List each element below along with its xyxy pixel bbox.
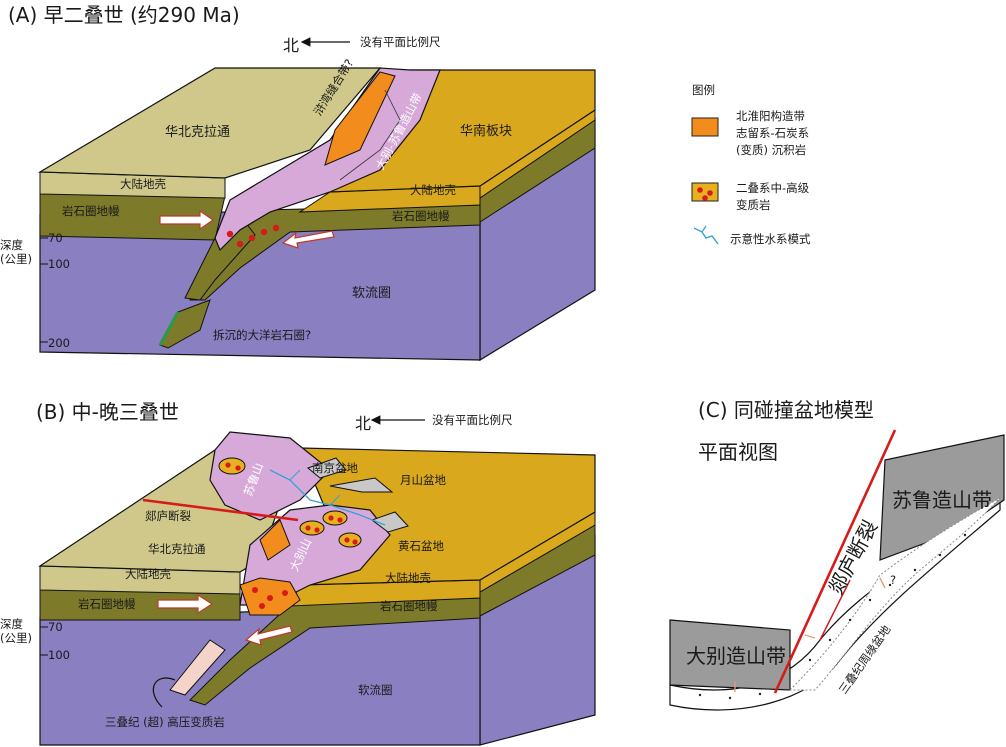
panel-b-asthenosphere: 软流圈: [358, 683, 393, 697]
panel-a-crust-left: 大陆地壳: [120, 177, 166, 191]
panel-a-scale-note: 没有平面比例尺: [360, 35, 441, 49]
panel-a-depth-70: 70: [48, 231, 63, 245]
panel-b-depth-100: 100: [48, 648, 70, 662]
panel-c-subtitle: 平面视图: [698, 440, 778, 464]
panel-b-uhp: 三叠纪 (超) 高压变质岩: [105, 715, 225, 729]
legend-title: 图例: [692, 83, 715, 97]
legend-symbols: [691, 117, 719, 245]
panel-b-tanlu: 郯庐断裂: [145, 509, 191, 523]
panel-a-north: 北: [283, 36, 300, 55]
legend-item-beihuaiyang: 北淮阳构造带 志留系-石炭系 (变质) 沉积岩: [736, 109, 810, 157]
panel-b-litho-right: 岩石圈地幔: [380, 599, 438, 613]
legend-item-drainage: 示意性水系模式: [730, 232, 811, 246]
panel-b-north: 北: [355, 414, 372, 433]
panel-a-litho-right: 岩石圈地幔: [392, 209, 450, 223]
panel-c-title: (C) 同碰撞盆地模型: [698, 398, 874, 422]
panel-b-huangshi: 黄石盆地: [398, 539, 444, 553]
panel-b-scale-note: 没有平面比例尺: [432, 413, 513, 427]
panel-a-crust-right: 大陆地壳: [410, 183, 456, 197]
panel-c-sulu: 苏鲁造山带: [892, 488, 992, 512]
panel-b-depth-70: 70: [48, 620, 63, 634]
panel-b-crust-left: 大陆地壳: [125, 567, 171, 581]
panel-c-dabie: 大别造山带: [686, 644, 786, 668]
panel-a-ocean-slab: 拆沉的大洋岩石圈?: [213, 328, 312, 342]
panel-a-depth-200: 200: [48, 336, 70, 350]
panel-a-depth-100: 100: [48, 257, 70, 271]
legend-item-metamorphic: 二叠系中-高级 变质岩: [736, 181, 810, 212]
panel-a-litho-left: 岩石圈地幔: [62, 204, 120, 218]
panel-b-crust-right: 大陆地壳: [385, 571, 431, 585]
panel-a-block: [37, 37, 596, 362]
panel-b-north-craton: 华北克拉通: [148, 542, 206, 556]
panel-b-depth-title: 深度 (公里): [0, 617, 32, 645]
panel-a-north-craton: 华北克拉通: [165, 125, 231, 140]
panel-a-south-block: 华南板块: [460, 124, 513, 139]
panel-b-block: [38, 415, 596, 746]
panel-a-title: (A) 早二叠世 (约290 Ma): [8, 3, 240, 27]
panel-b-litho-left: 岩石圈地幔: [78, 597, 136, 611]
panel-b-nanjing: 南京盆地: [312, 461, 358, 475]
panel-c-map: [669, 429, 1005, 711]
panel-a-asthenosphere: 软流圈: [352, 286, 392, 301]
panel-b-yueshan: 月山盆地: [400, 473, 446, 487]
panel-c-question: ?: [890, 573, 897, 587]
panel-a-depth-title: 深度 (公里): [0, 238, 32, 266]
panel-b-title: (B) 中-晚三叠世: [36, 400, 179, 424]
